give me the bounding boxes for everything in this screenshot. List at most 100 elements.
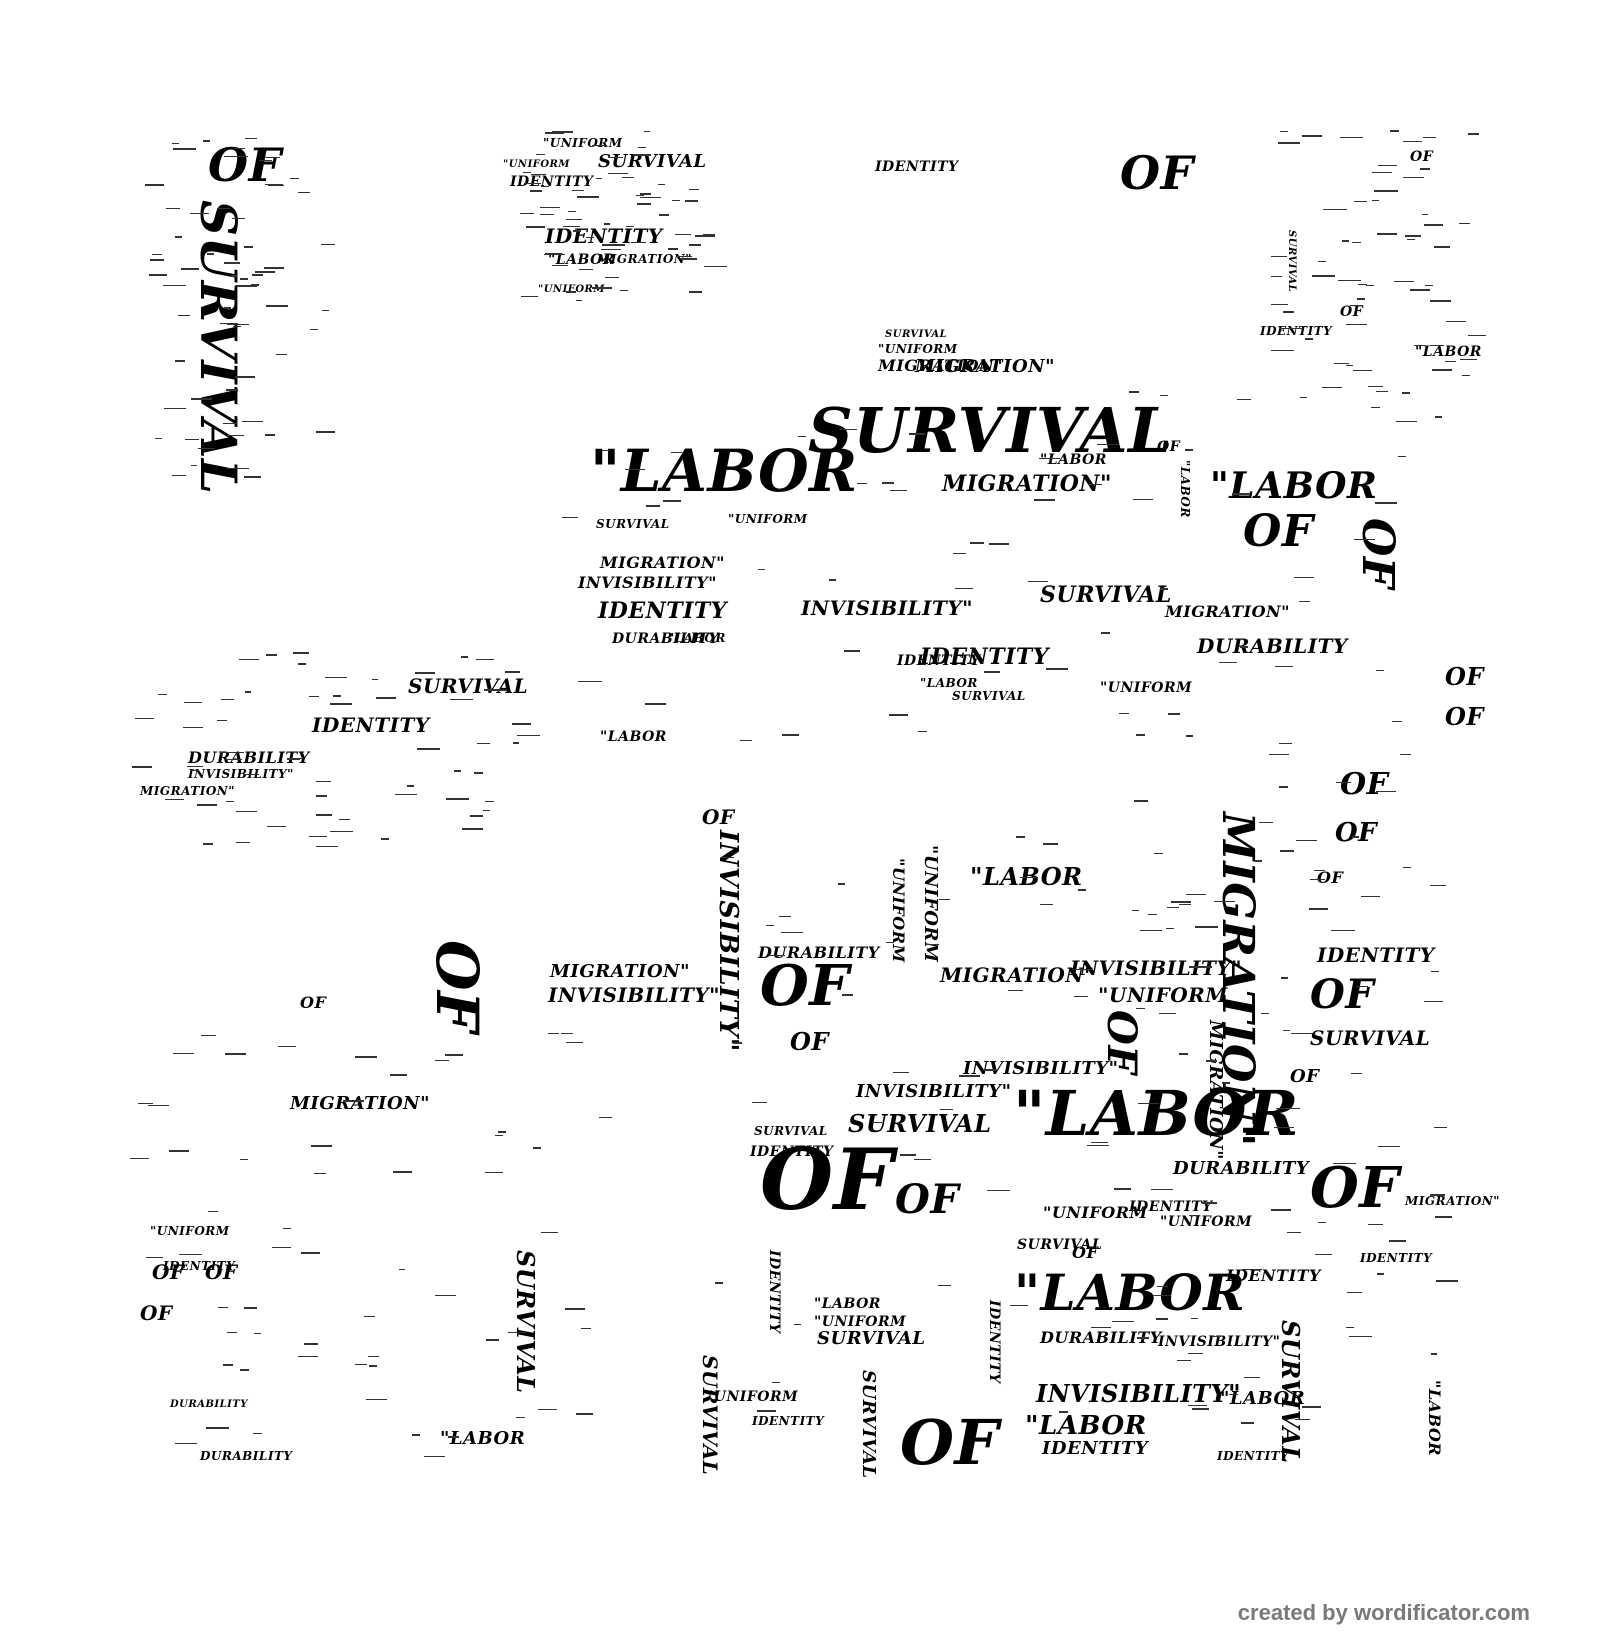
micro-word-mark <box>265 157 280 158</box>
micro-word-mark <box>236 842 250 843</box>
micro-word-mark <box>339 819 350 820</box>
micro-word-mark <box>1459 223 1470 224</box>
credit-text[interactable]: created by wordificator.com <box>1237 1600 1530 1625</box>
micro-word-mark <box>1312 275 1335 277</box>
micro-word-mark <box>138 1103 153 1104</box>
micro-word-mark <box>191 398 212 400</box>
micro-word-mark <box>626 226 634 227</box>
micro-word-mark <box>608 173 628 174</box>
micro-word-mark <box>829 579 836 581</box>
micro-word-mark <box>181 268 199 270</box>
cloud-word: OF <box>900 1406 1000 1479</box>
micro-word-mark <box>309 836 327 837</box>
micro-word-mark <box>505 671 520 673</box>
micro-word-mark <box>579 269 593 270</box>
micro-word-mark <box>752 1102 767 1103</box>
cloud-word: "UNIFORM <box>150 1224 230 1238</box>
cloud-word: "LABOR <box>600 729 667 745</box>
micro-word-mark <box>240 1369 249 1371</box>
cloud-word: OF <box>1317 868 1344 887</box>
micro-word-mark <box>208 1211 218 1212</box>
micro-word-mark <box>536 154 545 155</box>
micro-word-mark <box>217 208 230 209</box>
micro-word-mark <box>1279 328 1303 329</box>
micro-word-mark <box>372 679 378 680</box>
micro-word-mark <box>1241 1422 1254 1424</box>
cloud-word: MIGRATION" <box>140 784 235 798</box>
micro-word-mark <box>1350 305 1363 306</box>
micro-word-mark <box>412 1434 420 1436</box>
micro-word-mark <box>733 1042 742 1044</box>
micro-word-mark <box>1346 1327 1354 1328</box>
cloud-word: "UNIFORM <box>706 1389 799 1405</box>
micro-word-mark <box>1333 1163 1356 1164</box>
micro-word-mark <box>399 1269 405 1270</box>
micro-word-mark <box>512 723 531 725</box>
micro-word-mark <box>1275 666 1293 667</box>
cloud-word: MIGRATION" <box>942 471 1112 497</box>
micro-word-mark <box>857 483 867 484</box>
cloud-word: IDENTITY <box>1226 1266 1321 1285</box>
micro-word-mark <box>1377 233 1397 235</box>
micro-word-mark <box>882 482 894 484</box>
micro-word-mark <box>207 253 214 255</box>
micro-word-mark <box>158 694 167 695</box>
micro-word-mark <box>265 184 283 185</box>
micro-word-mark <box>577 196 599 198</box>
micro-word-mark <box>1153 1295 1171 1296</box>
micro-word-mark <box>223 423 237 424</box>
cloud-word: DURABILITY <box>188 748 310 767</box>
micro-word-mark <box>675 234 691 235</box>
micro-word-mark <box>298 663 306 665</box>
micro-word-mark <box>395 794 417 795</box>
micro-word-mark <box>1167 907 1179 908</box>
micro-word-mark <box>226 389 238 391</box>
micro-word-mark <box>272 1247 291 1248</box>
micro-word-mark <box>573 230 581 232</box>
cloud-word: "UNIFORM <box>889 858 908 963</box>
micro-word-mark <box>1389 1240 1406 1242</box>
micro-word-mark <box>599 1117 612 1118</box>
cloud-word: OF <box>208 138 282 192</box>
cloud-word: IDENTITY <box>750 1144 834 1160</box>
micro-word-mark <box>984 1069 997 1071</box>
micro-word-mark <box>1186 735 1193 737</box>
micro-word-mark <box>568 211 576 212</box>
micro-word-mark <box>298 1356 318 1357</box>
micro-word-mark <box>605 277 619 278</box>
micro-word-mark <box>166 208 180 209</box>
cloud-word: IDENTITY <box>598 598 727 624</box>
micro-word-mark <box>1302 135 1322 137</box>
micro-word-mark <box>1310 879 1325 880</box>
micro-word-mark <box>794 1324 801 1325</box>
micro-word-mark <box>1010 1305 1028 1306</box>
cloud-word: "UNIFORM <box>1100 680 1193 696</box>
micro-word-mark <box>1154 853 1163 854</box>
micro-word-mark <box>175 236 182 238</box>
micro-word-mark <box>234 148 245 149</box>
cloud-word: SURVIVAL <box>1017 1237 1103 1253</box>
micro-word-mark <box>939 899 950 900</box>
micro-word-mark <box>235 376 255 378</box>
micro-word-mark <box>183 727 203 728</box>
micro-word-mark <box>146 1257 163 1258</box>
micro-word-mark <box>987 1190 1010 1191</box>
micro-word-mark <box>592 145 607 146</box>
micro-word-mark <box>596 178 602 179</box>
cloud-word: OF <box>205 1260 238 1284</box>
cloud-word: "LABOR <box>1425 1380 1444 1457</box>
micro-word-mark <box>576 1413 593 1415</box>
micro-word-mark <box>461 656 468 658</box>
micro-word-mark <box>1299 601 1310 602</box>
micro-word-mark <box>175 1443 197 1444</box>
micro-word-mark <box>1279 743 1292 744</box>
cloud-word: "UNIFORM <box>1160 1214 1253 1230</box>
micro-word-mark <box>1186 894 1206 895</box>
micro-word-mark <box>1375 502 1397 504</box>
micro-word-mark <box>766 925 774 926</box>
micro-word-mark <box>227 324 249 325</box>
micro-word-mark <box>1159 1013 1176 1014</box>
micro-word-mark <box>1259 822 1273 823</box>
micro-word-mark <box>681 258 697 260</box>
